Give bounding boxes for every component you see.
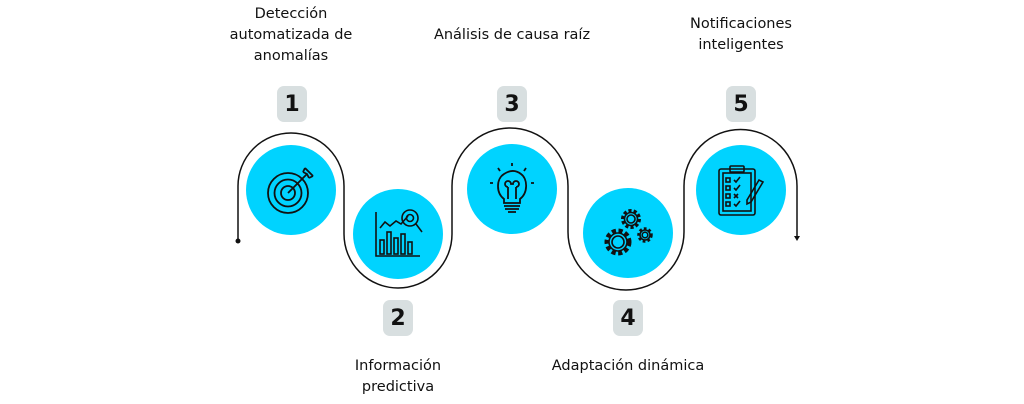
- chart-magnifier-icon: [375, 209, 423, 257]
- lightbulb-icon: [490, 163, 534, 213]
- step-1-badge: 1: [277, 86, 307, 122]
- step-4-badge: 4: [613, 300, 643, 336]
- step-4-label: Adaptación dinámica: [551, 358, 705, 374]
- step-3-badge: 3: [497, 86, 527, 122]
- step-5-badge: 5: [726, 86, 756, 122]
- step-4-circle: [583, 188, 673, 278]
- step-3-circle: [467, 144, 557, 234]
- step-1-circle: [246, 145, 336, 235]
- step-2-badge: 2: [383, 300, 413, 336]
- step-1-label: Detección automatizada de anomalías: [229, 6, 353, 64]
- step-5-label: Notificaciones inteligentes: [690, 16, 792, 53]
- end-arrow: [794, 236, 800, 241]
- gears-icon: [604, 209, 653, 256]
- step-2-circle: [353, 189, 443, 279]
- clipboard-checklist-icon: [718, 165, 765, 216]
- step-2-label: Información predictiva: [354, 358, 442, 395]
- target-icon: [267, 167, 314, 214]
- step-3-label: Análisis de causa raíz: [433, 27, 591, 43]
- step-5-circle: [696, 145, 786, 235]
- start-dot: [235, 238, 241, 244]
